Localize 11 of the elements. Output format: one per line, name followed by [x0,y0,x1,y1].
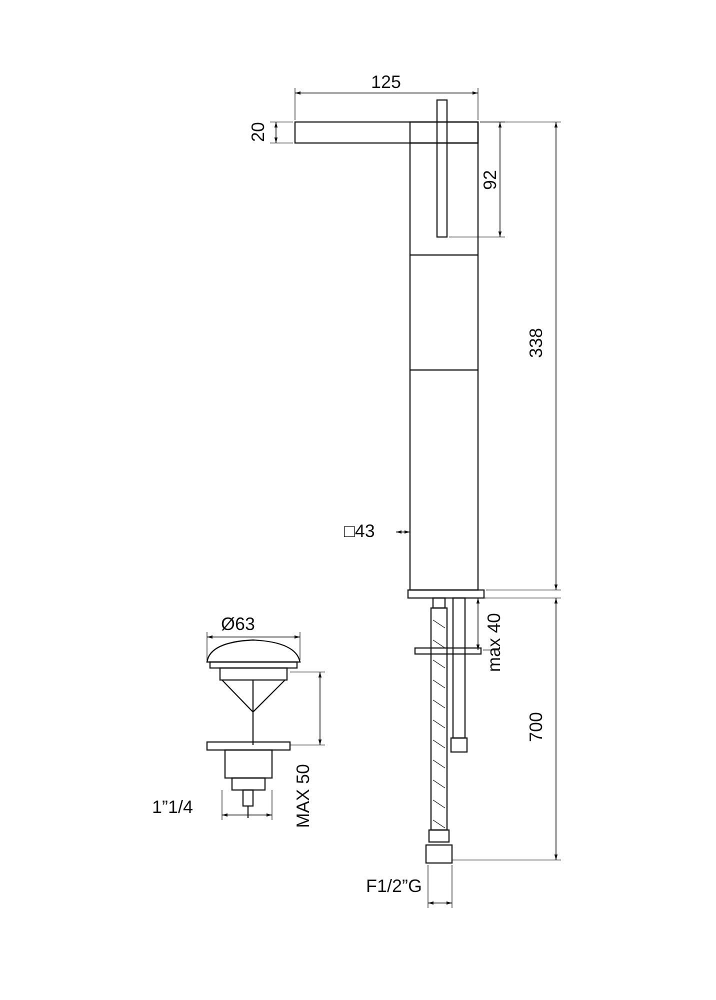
dimension-label: □43 [344,521,375,541]
dimension-label: 338 [526,328,546,358]
dimension-label: MAX 50 [293,764,313,828]
dimension-label: 700 [526,712,546,742]
dimension-label: 1”1/4 [152,797,194,817]
dimension-label: 92 [480,170,500,190]
dimension-label: 125 [371,72,402,92]
dimension-label: 20 [248,122,268,142]
dimension-label: Ø63 [221,614,256,634]
dimension-label: max 40 [484,612,504,672]
dimension-label: F1/2”G [366,876,422,896]
